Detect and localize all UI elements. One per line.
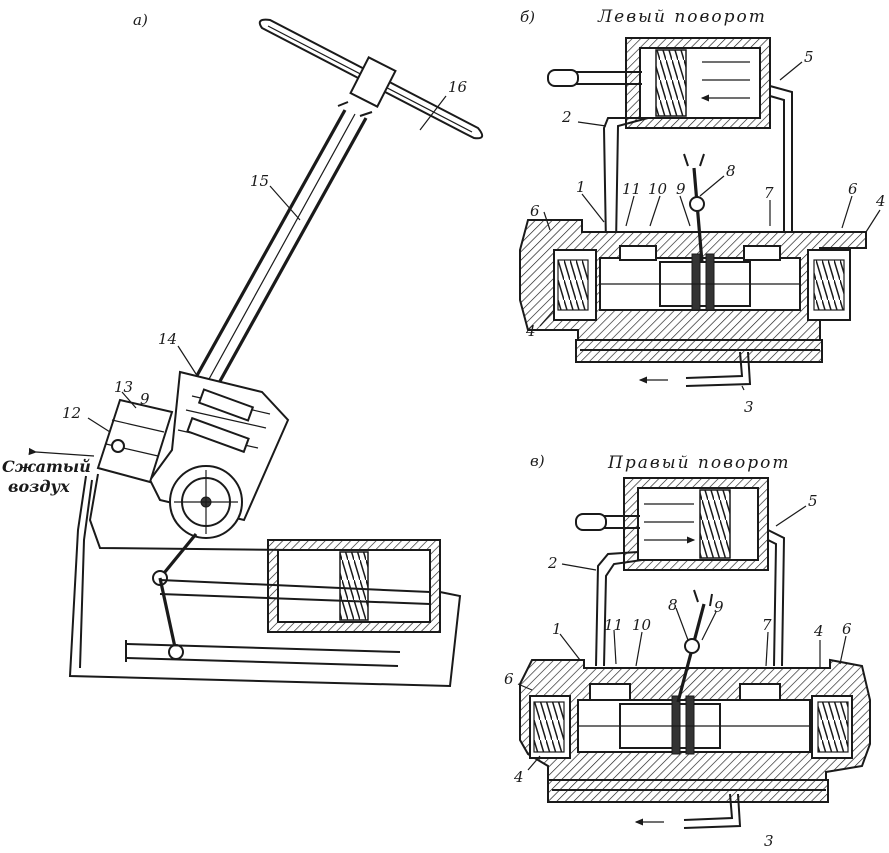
label-v-5: 5 <box>808 492 818 510</box>
lever-b <box>683 153 705 263</box>
label-v-6-left: 6 <box>504 670 514 688</box>
lever-v <box>676 589 713 703</box>
gear-housing <box>148 370 290 539</box>
exhaust-v <box>634 793 742 829</box>
tubes-v <box>595 529 786 667</box>
compressed-air-line2: воздух <box>8 477 70 496</box>
label-v-11: 11 <box>604 616 623 634</box>
panel-a-tag: а) <box>133 11 148 29</box>
callouts-v <box>517 505 847 771</box>
label-v-4-right: 4 <box>813 622 824 640</box>
panel-b-left-turn: б) Левый поворот <box>519 7 886 416</box>
panel-v-right-turn: в) Правый поворот <box>504 452 871 850</box>
valve-body-v <box>519 658 871 803</box>
cylinder-v <box>575 477 769 571</box>
control-valve <box>96 398 174 484</box>
exhaust-b <box>638 351 752 387</box>
label-v-8: 8 <box>668 596 678 614</box>
label-v-7: 7 <box>762 616 772 634</box>
label-b-4-left: 4 <box>525 322 536 340</box>
label-b-9: 9 <box>676 180 686 198</box>
panel-b-title: Левый поворот <box>597 7 767 27</box>
valve-body-b <box>519 219 867 363</box>
label-v-10: 10 <box>632 616 652 634</box>
air-lines-a <box>28 447 462 688</box>
label-v-9: 9 <box>714 598 724 616</box>
pitman-linkage <box>125 532 401 667</box>
panel-a-assembly: а) <box>2 11 484 688</box>
panel-v-title: Правый поворот <box>607 453 791 473</box>
label-b-2: 2 <box>561 108 572 126</box>
label-15: 15 <box>250 172 269 190</box>
label-b-11: 11 <box>622 180 641 198</box>
label-14: 14 <box>158 330 177 348</box>
steering-column <box>188 101 373 393</box>
label-13: 13 <box>114 378 133 396</box>
label-v-2: 2 <box>547 554 558 572</box>
callouts-b <box>539 61 881 391</box>
label-b-8: 8 <box>726 162 736 180</box>
label-b-3: 3 <box>744 398 754 416</box>
label-v-4-left: 4 <box>513 768 524 786</box>
steering-wheel <box>258 18 484 140</box>
label-12: 12 <box>62 404 81 422</box>
label-v-1: 1 <box>552 620 562 638</box>
power-cylinder-a <box>159 539 441 633</box>
label-b-6-left: 6 <box>530 202 540 220</box>
label-b-7: 7 <box>764 184 774 202</box>
label-v-6-right: 6 <box>842 620 852 638</box>
label-b-1: 1 <box>576 178 586 196</box>
callouts-a <box>87 95 447 433</box>
panel-v-tag: в) <box>530 452 545 470</box>
label-b-5: 5 <box>804 48 814 66</box>
label-b-10: 10 <box>648 180 668 198</box>
cylinder-b <box>547 37 771 129</box>
tubes-b <box>602 85 793 245</box>
label-9-a: 9 <box>140 390 150 408</box>
label-b-4-right: 4 <box>875 192 886 210</box>
compressed-air-line1: Сжатый <box>2 457 91 476</box>
panel-b-tag: б) <box>520 8 535 26</box>
label-b-6-right: 6 <box>848 180 858 198</box>
label-v-3: 3 <box>764 832 774 850</box>
label-16: 16 <box>448 78 468 96</box>
